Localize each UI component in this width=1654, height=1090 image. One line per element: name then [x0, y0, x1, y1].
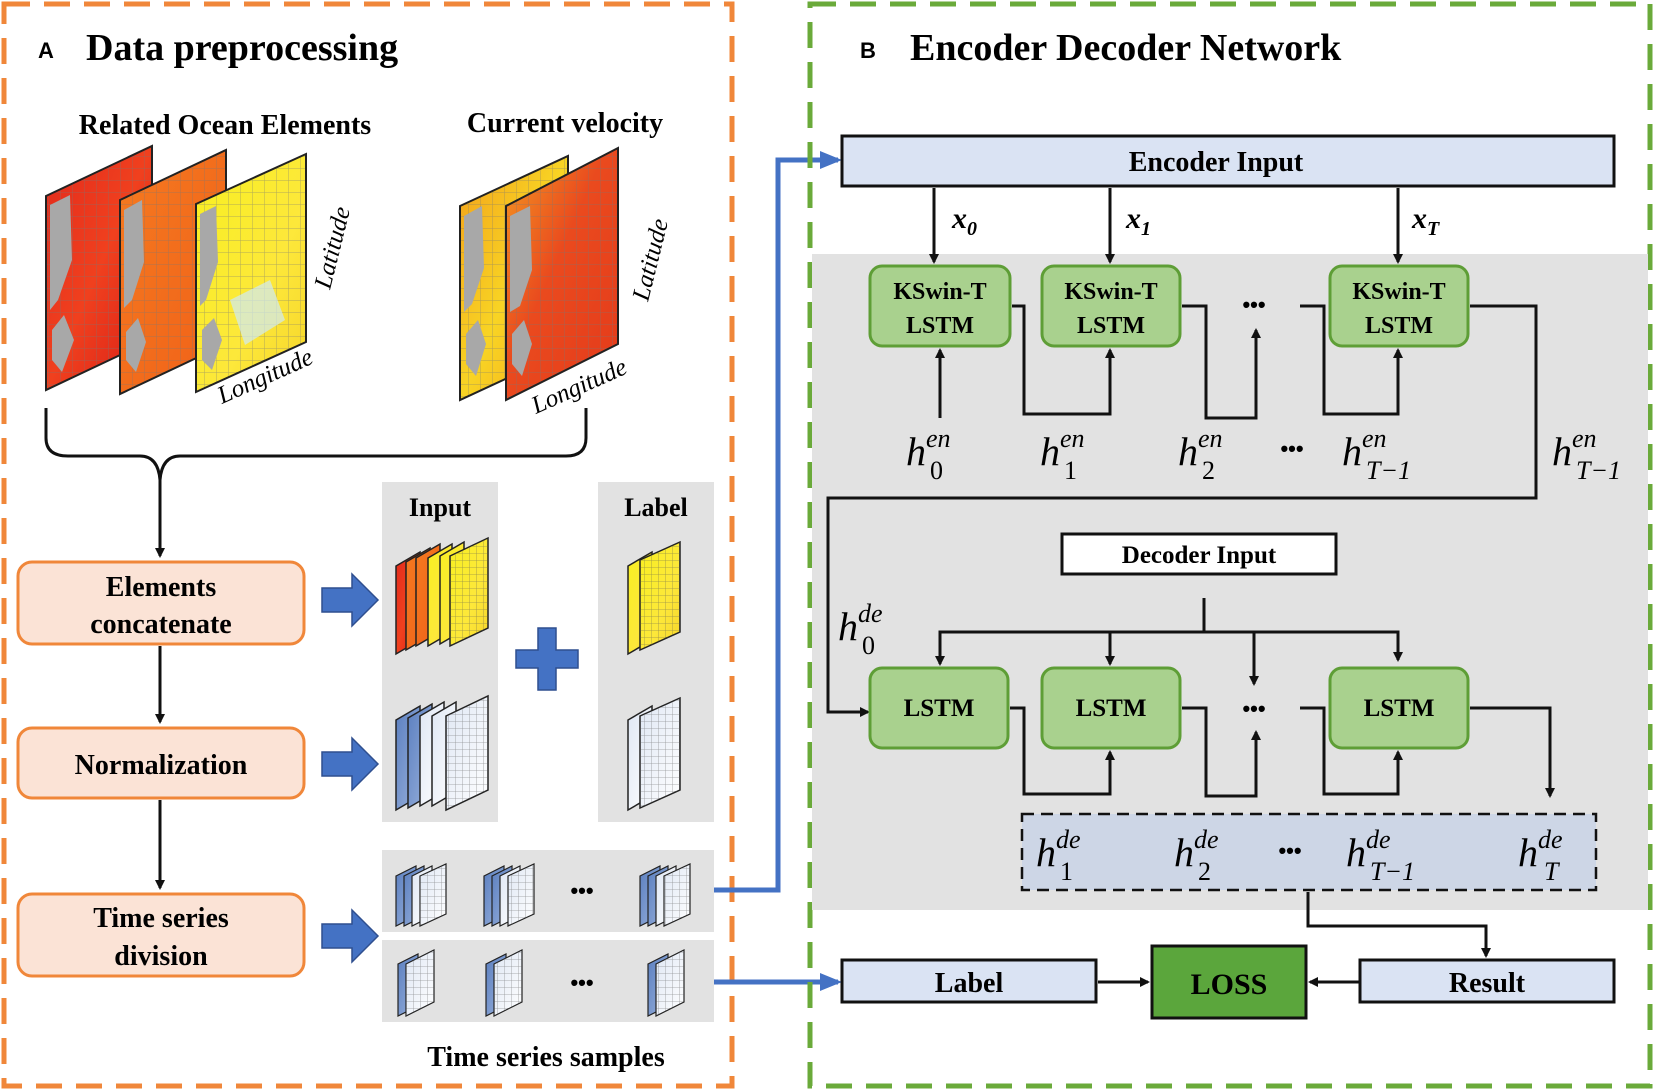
encoder-cell-1-line2: LSTM — [906, 313, 974, 339]
panel-b-letter: B — [860, 38, 876, 63]
encoder-cell-2-line2: LSTM — [1077, 313, 1145, 339]
decoder-cell-3-label: LSTM — [1364, 695, 1435, 722]
encoder-cell-2-line1: KSwin-T — [1064, 279, 1157, 305]
link-hidden-to-result — [1306, 892, 1491, 958]
h-de-ellipsis: ••• — [1278, 838, 1301, 863]
result-box — [1358, 958, 1616, 1004]
decoder-cell-1-label: LSTM — [904, 695, 975, 722]
h-en-ellipsis: ••• — [1280, 436, 1303, 461]
label-box — [840, 958, 1098, 1004]
dlink-cell3-out — [1470, 706, 1555, 798]
step-elements-concatenate — [16, 560, 306, 646]
block-arrow-division — [321, 908, 380, 964]
panel-b-title: Encoder Decoder Network — [910, 27, 1342, 69]
panel-a-title: Data preprocessing — [86, 27, 398, 69]
panel-b-border — [807, 1, 1653, 1089]
plus-icon — [515, 627, 579, 691]
encoder-input-box — [840, 134, 1616, 188]
block-arrow-concat — [321, 572, 380, 628]
loss-box — [1150, 944, 1308, 1020]
encoder-cell-1 — [868, 264, 1012, 348]
input-panel-title: Input — [409, 493, 471, 522]
dlink-cell1-to-cell2 — [1010, 706, 1115, 796]
input-stack-color — [395, 536, 489, 656]
decoder-cell-3 — [1328, 666, 1470, 750]
heading-current-velocity: Current velocity — [467, 108, 663, 139]
decoder-input-box — [1060, 532, 1338, 576]
samples-caption: Time series samples — [427, 1042, 665, 1073]
link-cell1-to-cell2 — [1012, 304, 1115, 416]
step-time-series-division-line1: Time series — [93, 903, 229, 934]
label-sample-1 — [397, 949, 435, 1017]
label-x0: x0 — [951, 202, 977, 240]
link-cell2-to-dots — [1182, 304, 1261, 420]
step-normalization — [16, 726, 306, 800]
axis-label-latitude-current: Latitude — [627, 216, 674, 304]
axis-label-latitude-related: Latitude — [309, 204, 356, 292]
decoder-cell-1 — [868, 666, 1010, 750]
decoder-cell-2 — [1040, 666, 1182, 750]
sample-group-3 — [639, 863, 691, 927]
label-box-text: Label — [935, 968, 1004, 999]
label-xT: xT — [1411, 202, 1440, 240]
curly-brace — [44, 408, 588, 481]
label-stack-color — [627, 540, 681, 656]
map-yellow — [195, 152, 307, 394]
step-time-series-division-line2: division — [114, 941, 208, 972]
heading-related-ocean-elements: Related Ocean Elements — [79, 110, 371, 141]
block-arrow-norm — [321, 736, 380, 792]
step-elements-concatenate-line1: Elements — [106, 572, 217, 603]
samples-ellipsis-2: ••• — [570, 970, 593, 995]
samples-ellipsis-1: ••• — [570, 878, 593, 903]
step-elements-concatenate-line2: concatenate — [90, 609, 232, 640]
network-gray-region — [812, 254, 1648, 910]
sample-group-2 — [483, 863, 535, 927]
sample-group-1 — [395, 863, 447, 927]
map-current-b — [505, 146, 619, 402]
encoder-cell-2 — [1040, 264, 1182, 348]
encoder-cell-3 — [1328, 264, 1470, 348]
map-stack-related: Latitude Longitude — [45, 144, 356, 410]
step-normalization-label: Normalization — [75, 750, 248, 781]
loss-box-text: LOSS — [1191, 968, 1268, 1001]
label-sample-3 — [647, 949, 685, 1017]
panel-a-border — [1, 1, 735, 1089]
decoder-ellipsis: ••• — [1242, 696, 1265, 721]
encoder-ellipsis: ••• — [1242, 292, 1265, 317]
map-stack-current: Latitude Longitude — [459, 146, 674, 420]
dlink-dots-to-cell3 — [1300, 706, 1403, 796]
encoder-cell-1-line1: KSwin-T — [893, 279, 986, 305]
input-stack-normalized — [395, 694, 489, 812]
link-encoder-to-decoder — [826, 304, 1538, 717]
label-sample-2 — [485, 949, 523, 1017]
step-time-series-division — [16, 892, 306, 978]
encoder-input-label: Encoder Input — [1129, 147, 1304, 178]
encoder-cell-3-line1: KSwin-T — [1352, 279, 1445, 305]
panel-a-letter: A — [38, 38, 54, 63]
decoder-cell-2-label: LSTM — [1076, 695, 1147, 722]
decoder-hidden-box — [1020, 812, 1598, 892]
label-stack-normalized — [627, 696, 681, 812]
label-x1: x1 — [1125, 202, 1151, 240]
result-box-text: Result — [1449, 968, 1526, 999]
dlink-cell2-to-dots — [1182, 706, 1261, 798]
decoder-input-label: Decoder Input — [1122, 542, 1277, 569]
label-panel-title: Label — [624, 493, 688, 522]
encoder-cell-3-line2: LSTM — [1365, 313, 1433, 339]
